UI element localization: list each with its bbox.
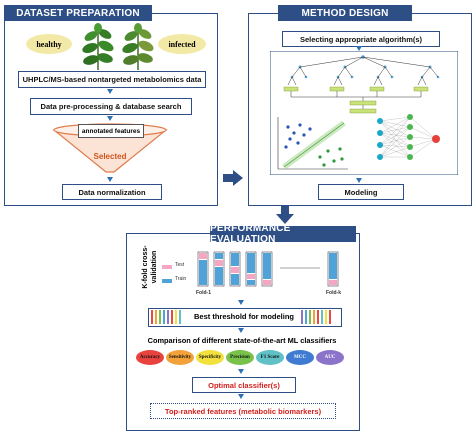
- healthy-label: healthy: [26, 34, 72, 54]
- metric-auc: AUC: [316, 350, 344, 365]
- selecting-box: Selecting appropriate algorithm(s): [282, 31, 440, 47]
- threshold-box: [148, 308, 342, 327]
- infected-label: infected: [158, 34, 206, 54]
- arrow-right-icon: [223, 170, 243, 186]
- fold1-label: Fold-1: [196, 290, 211, 296]
- test-legend-label: Test: [175, 262, 185, 268]
- selected-label: Selected: [93, 152, 127, 161]
- train-legend-label: Train: [175, 276, 187, 282]
- kfold-label: K-fold cross-validation: [142, 245, 158, 289]
- plant-healthy-icon: [82, 23, 114, 70]
- test-legend-swatch: [162, 265, 172, 269]
- arrow-down-big-icon: [276, 206, 294, 224]
- arrow-down-icon: [356, 178, 362, 183]
- plant-infected-icon: [122, 23, 154, 70]
- foldk-label: Fold-k: [326, 290, 341, 296]
- uhplc-box: UHPLC/MS-based nontargeted metabolomics …: [18, 71, 206, 88]
- threshold-stripes: [151, 310, 181, 324]
- preprocess-box: Data pre-processing & database search: [30, 98, 192, 115]
- arrow-down-icon: [107, 177, 113, 182]
- metric-mcc: MCC: [286, 350, 314, 365]
- metric-precision: Precision: [226, 350, 254, 365]
- train-legend-swatch: [162, 279, 172, 283]
- comparison-label: Comparison of different state-of-the-art…: [147, 336, 337, 345]
- metric-f1-score: F1 Score: [256, 350, 284, 365]
- arrow-down-icon: [107, 116, 113, 121]
- method-header: METHOD DESIGN: [278, 5, 412, 21]
- arrow-down-icon: [356, 46, 362, 51]
- modeling-box: Modeling: [318, 184, 404, 200]
- metric-specificity: Specificity: [196, 350, 224, 365]
- arrow-down-icon: [238, 394, 244, 399]
- dataset-header: DATASET PREPARATION: [4, 5, 152, 21]
- arrow-down-icon: [238, 300, 244, 305]
- threshold-label: Best threshold for modeling: [193, 312, 294, 321]
- performance-header: PERFORMANCE EVALUATION: [210, 223, 356, 245]
- fold-bars-illustration: [197, 251, 339, 287]
- annotated-features-label: annotated features: [78, 124, 144, 138]
- metric-sensitivity: Sensitivity: [166, 350, 194, 365]
- arrow-down-icon: [238, 369, 244, 374]
- infected-text: infected: [168, 39, 196, 49]
- healthy-text: healthy: [36, 39, 62, 49]
- arrow-down-icon: [238, 328, 244, 333]
- algorithms-illustration: [270, 51, 458, 175]
- normalization-box: Data normalization: [62, 184, 162, 200]
- optimal-classifier-box: Optimal classifier(s): [192, 377, 296, 393]
- metric-accuracy: Accuracy: [136, 350, 164, 365]
- arrow-down-icon: [107, 89, 113, 94]
- threshold-stripes: [301, 310, 331, 324]
- top-ranked-box: Top-ranked features (metabolic biomarker…: [150, 403, 336, 419]
